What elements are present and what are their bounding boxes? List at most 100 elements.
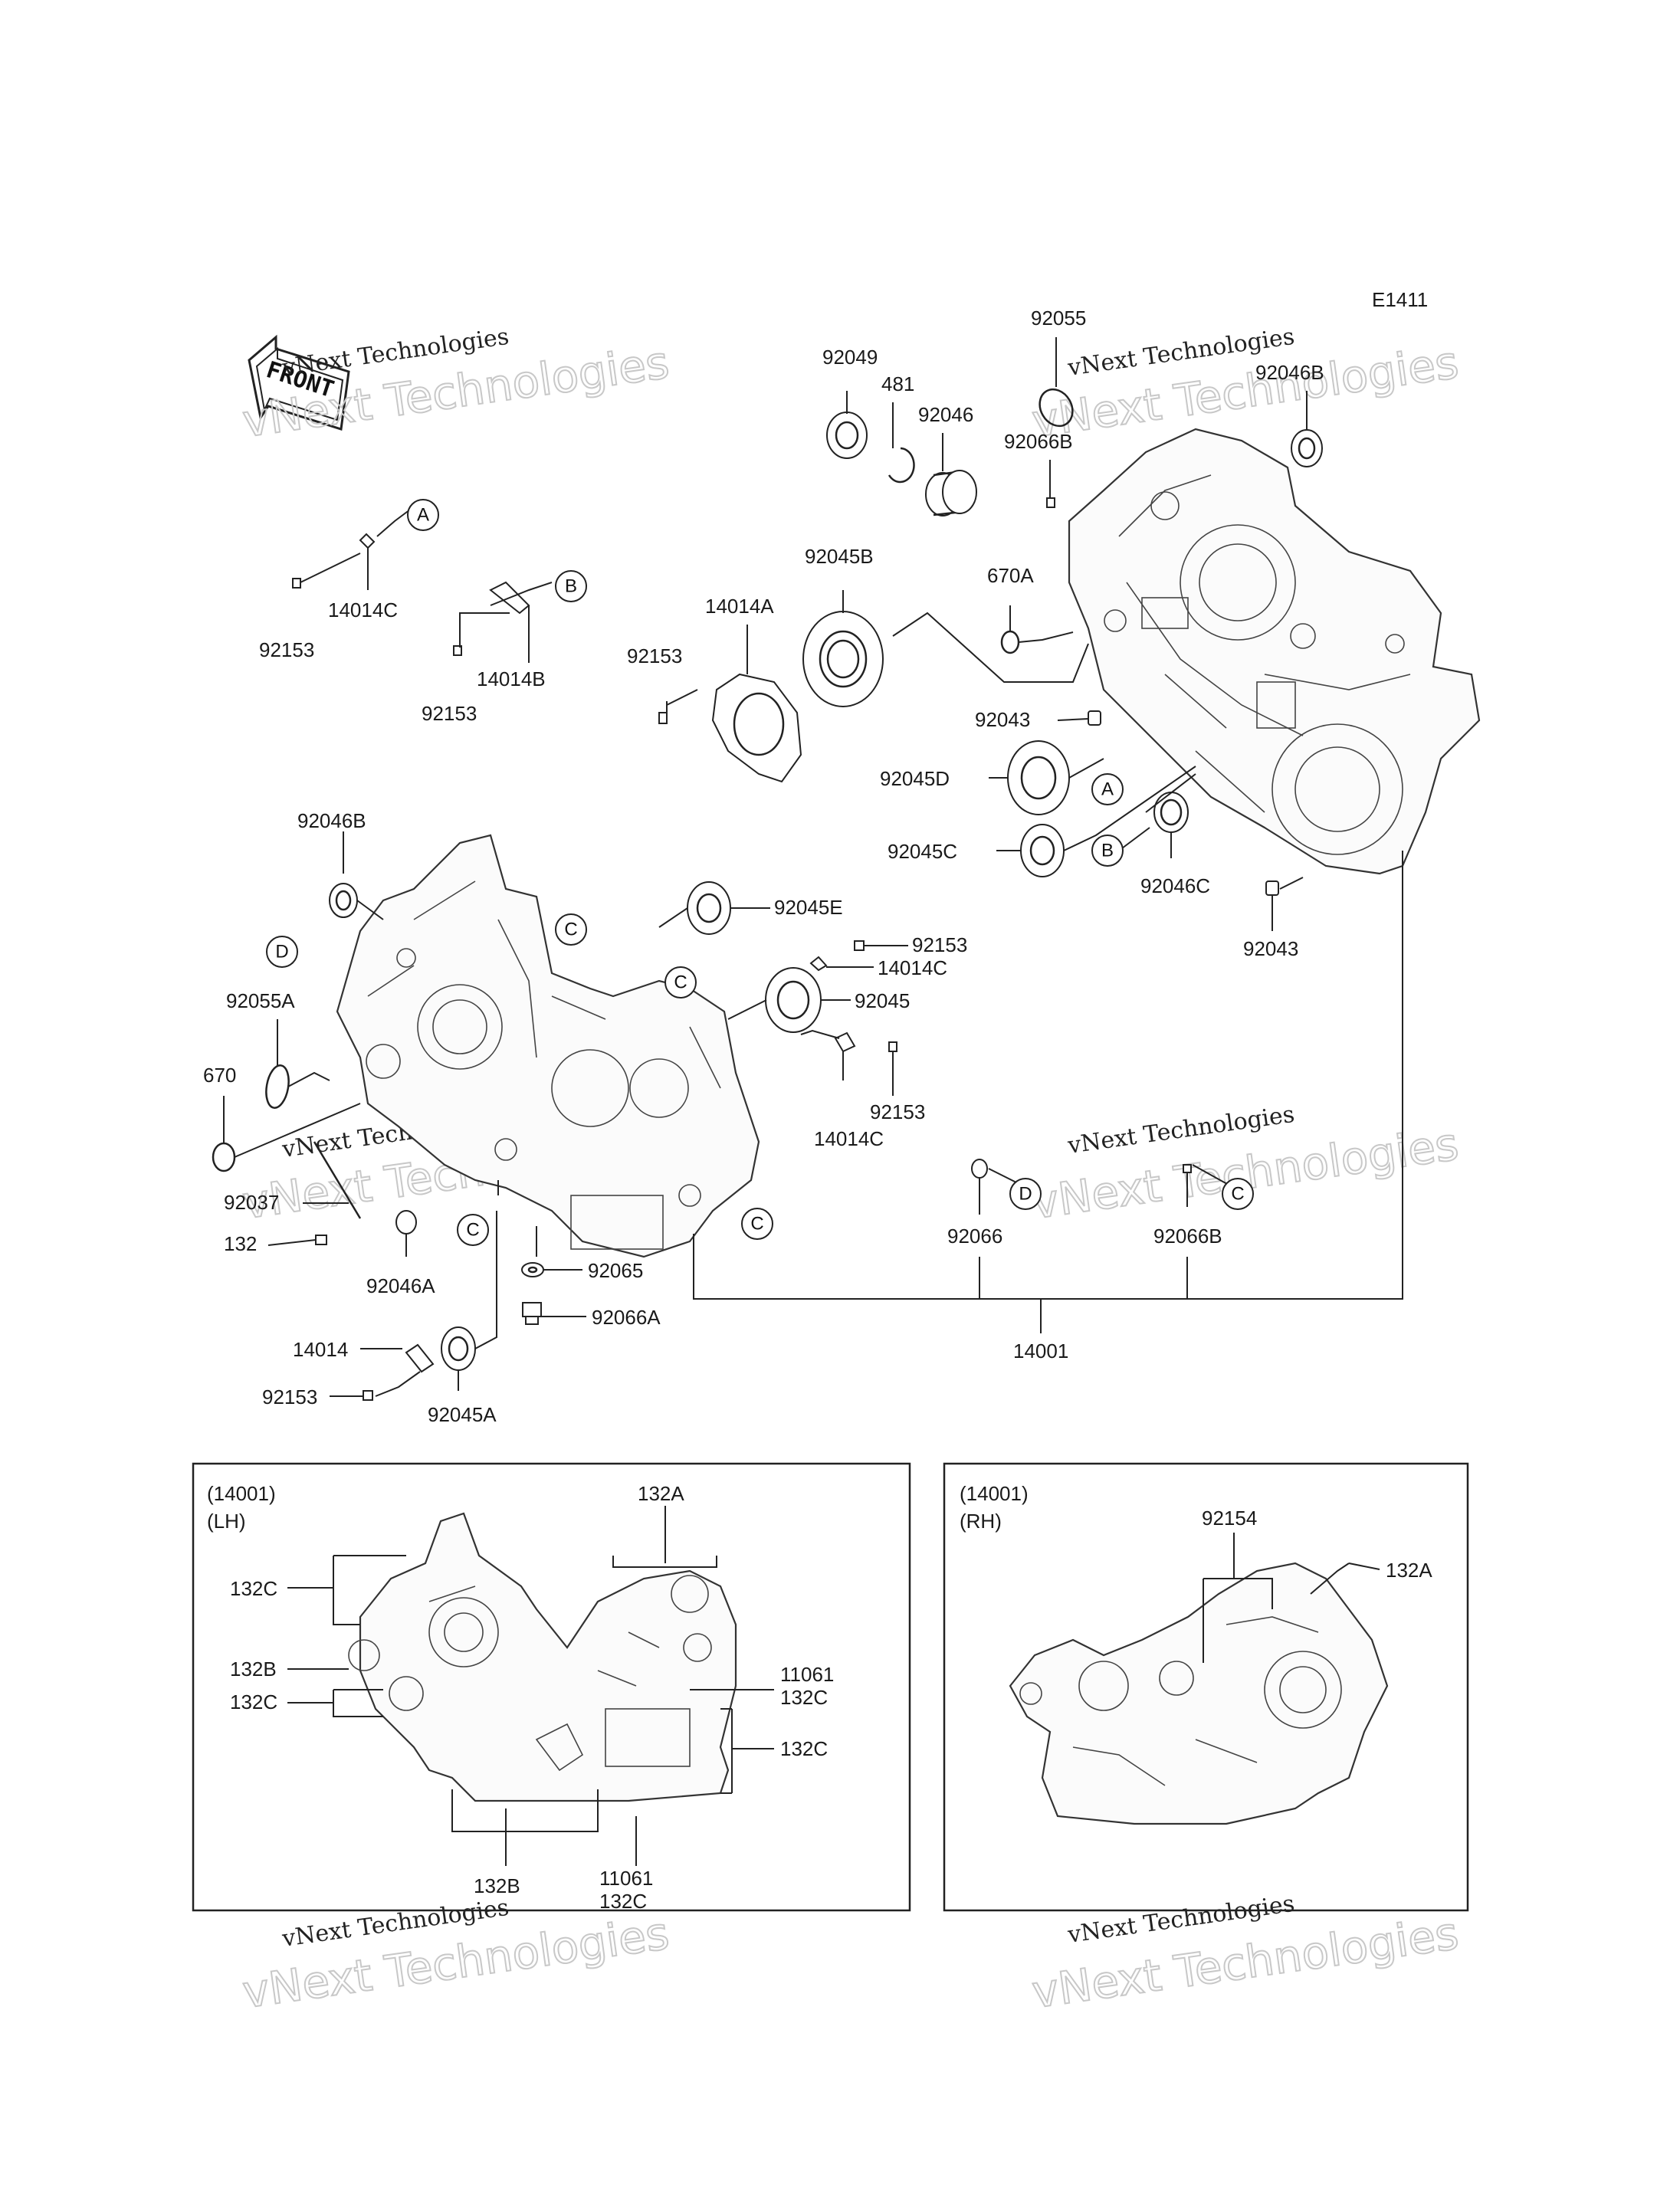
inset-lh-title-2: (LH) [207, 1510, 246, 1533]
inset-rh-label-132A: 132A [1386, 1559, 1432, 1582]
svg-text:C: C [564, 920, 577, 940]
oring-92055-icon [1039, 388, 1074, 428]
plate-14014C-c-icon [834, 1031, 856, 1053]
label-92153-c: 92153 [912, 933, 967, 956]
label-14014B: 14014B [477, 667, 546, 690]
label-92046B-left: 92046B [297, 809, 366, 832]
label-92043-b: 92043 [1243, 937, 1298, 960]
callout-b-right: B [1091, 835, 1124, 867]
label-132: 132 [224, 1232, 257, 1255]
inset-lh-label-132C-2: 132C [230, 1690, 277, 1713]
inset-lh-label-132C-4: 132C [780, 1737, 828, 1760]
right-crankcase-illustration [1068, 428, 1481, 875]
label-14001: 14001 [1013, 1340, 1068, 1362]
inset-lh: (14001) (LH) 132A 132C 132B 132C 11061 1… [192, 1462, 911, 1913]
label-14014C-c: 14014C [814, 1127, 884, 1150]
leader-lines [223, 337, 1403, 1397]
circlip-481-icon [888, 447, 915, 484]
bolt-92153-d-icon [888, 1041, 897, 1052]
bolt-132-icon [315, 1235, 327, 1245]
bearing-92049-icon [826, 412, 868, 459]
callout-c-1: C [555, 913, 587, 946]
plate-14014C-b-icon [809, 956, 828, 972]
inset-lh-frame [192, 1462, 911, 1912]
label-92066B-top: 92066B [1004, 430, 1073, 453]
label-14014C-b: 14014C [878, 956, 947, 979]
svg-text:A: A [1101, 779, 1114, 800]
label-92045E: 92045E [774, 896, 843, 919]
inset-rh-case-illustration [1009, 1562, 1389, 1825]
label-92045D: 92045D [880, 767, 950, 790]
needle-bearing-92046B-top-icon [1291, 429, 1323, 467]
dowel-92066B-b-icon [1183, 1164, 1192, 1173]
dowel-92066-icon [971, 1159, 988, 1179]
front-arrow-icon: FRONT [248, 334, 350, 431]
inset-lh-label-11061-2: 11061 [599, 1867, 653, 1890]
svg-text:C: C [466, 1220, 479, 1241]
svg-text:C: C [750, 1214, 763, 1235]
label-92049: 92049 [822, 346, 878, 369]
label-92153-a: 92153 [259, 638, 314, 661]
svg-text:D: D [275, 942, 288, 962]
pin-92037-icon [313, 1141, 362, 1219]
bolt-92153-mid-icon [658, 712, 668, 724]
ball-bearing-92045-icon [765, 967, 822, 1033]
callout-c-3: C [457, 1214, 489, 1246]
plate-14014-icon [405, 1343, 435, 1373]
needle-bearing-92046-icon [925, 470, 977, 516]
oring-670-icon [212, 1142, 236, 1172]
label-92066B-b: 92066B [1153, 1225, 1222, 1248]
svg-text:B: B [565, 576, 577, 597]
inset-lh-label-11061-1: 11061 [780, 1663, 834, 1686]
watermark-top-right: vNext Technologies vNext Technologies [1028, 323, 1462, 448]
inset-rh-title-2: (RH) [960, 1510, 1002, 1533]
label-92153-d: 92153 [870, 1100, 925, 1123]
part-labels: 92049 481 92046 92055 92066B 92046B 9204… [203, 307, 1324, 1426]
plate-14014C-a-icon [359, 533, 376, 549]
label-92055: 92055 [1031, 307, 1086, 330]
inset-lh-label-132C-1: 132C [230, 1577, 277, 1600]
label-92045C: 92045C [888, 840, 957, 863]
svg-text:C: C [674, 972, 687, 993]
label-14014: 14014 [293, 1338, 348, 1361]
inset-lh-case-illustration [359, 1512, 737, 1802]
callout-b-top: B [555, 570, 587, 602]
label-92045A: 92045A [428, 1403, 497, 1426]
needle-bearing-92046C-icon [1153, 792, 1189, 833]
ball-bearing-92045D-icon [1007, 740, 1070, 815]
inset-rh-frame [943, 1462, 1469, 1912]
callout-a-top: A [407, 499, 439, 531]
label-92153-b: 92153 [422, 702, 477, 725]
inset-rh: (14001) (RH) 92154 132A [943, 1462, 1469, 1912]
label-92046C: 92046C [1140, 874, 1210, 897]
label-92045B: 92045B [805, 545, 874, 568]
label-92043-a: 92043 [975, 708, 1030, 731]
left-crankcase-illustration [336, 834, 760, 1258]
label-92046A: 92046A [366, 1274, 435, 1297]
dowel-92066B-icon [1046, 497, 1055, 508]
callout-a-right: A [1091, 773, 1124, 805]
needle-bearing-92046B-left-icon [329, 883, 358, 918]
watermark-bottom-left: vNext Technologies vNext Technologies [238, 1894, 672, 2019]
inset-lh-label-132C-5: 132C [599, 1890, 647, 1913]
bolt-92153-a-icon [292, 578, 301, 589]
oring-670A-icon [1000, 630, 1020, 654]
label-92065: 92065 [588, 1259, 643, 1282]
plug-92066A-icon [522, 1302, 542, 1325]
inset-lh-label-132A: 132A [638, 1482, 684, 1505]
ball-bearing-92045C-icon [1020, 824, 1065, 877]
bolt-92153-b-icon [453, 645, 462, 656]
label-14014C-a: 14014C [328, 598, 398, 621]
inset-lh-label-132C-3: 132C [780, 1686, 828, 1709]
label-92153-mid: 92153 [627, 644, 682, 667]
svg-text:B: B [1101, 841, 1114, 861]
diagram-code: E1411 [1372, 288, 1428, 311]
callout-c-4: C [741, 1208, 773, 1240]
callout-d-left: D [266, 936, 298, 968]
label-92045: 92045 [855, 989, 910, 1012]
bolt-92153-c-icon [854, 940, 865, 951]
inset-lh-title-1: (14001) [207, 1482, 276, 1505]
svg-text:A: A [417, 505, 429, 526]
dowel-92043-a-icon [1088, 710, 1101, 726]
